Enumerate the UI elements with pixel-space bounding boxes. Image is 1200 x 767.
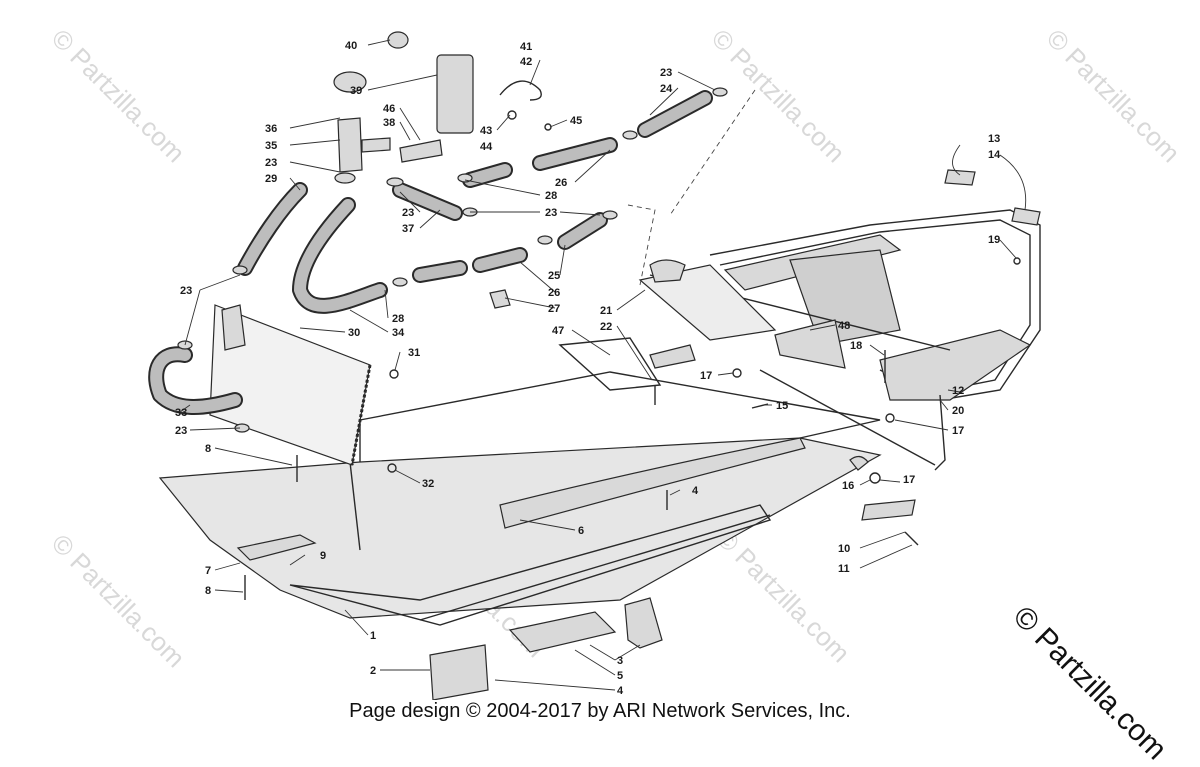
callouts: 40 39 36 35 23 29 46 38 41 42 43 44 45 2… (175, 40, 1001, 697)
callout-32: 32 (422, 478, 434, 490)
callout-20: 20 (952, 405, 964, 417)
callout-2: 2 (370, 665, 376, 677)
callout-28b: 28 (392, 313, 404, 325)
callout-17b: 17 (952, 425, 964, 437)
callout-11: 11 (838, 563, 850, 575)
callout-40: 40 (345, 40, 357, 52)
watermark-4: © Partzilla.com (46, 528, 191, 673)
callout-25: 25 (548, 270, 560, 282)
callout-23c: 23 (545, 207, 557, 219)
callout-42: 42 (520, 56, 532, 68)
callout-43: 43 (480, 125, 492, 137)
callout-23a: 23 (265, 157, 277, 169)
clamps (177, 87, 728, 433)
callout-1: 1 (370, 630, 376, 642)
callout-28a: 28 (545, 190, 557, 202)
callout-27: 27 (548, 303, 560, 315)
callout-4b: 4 (617, 685, 624, 697)
callout-5: 5 (617, 670, 623, 682)
callout-23d: 23 (402, 207, 414, 219)
heat-exchanger (209, 304, 372, 466)
callout-23f: 23 (175, 425, 187, 437)
callout-8a: 8 (205, 443, 211, 455)
callout-39: 39 (350, 85, 362, 97)
callout-26a: 26 (555, 177, 567, 189)
callout-18: 18 (850, 340, 862, 352)
callout-24: 24 (660, 83, 673, 95)
tunnel (359, 337, 881, 462)
rear-rack (649, 169, 1041, 521)
callout-26b: 26 (548, 287, 560, 299)
callout-23b: 23 (660, 67, 672, 79)
callout-37: 37 (402, 223, 414, 235)
callout-17a: 17 (700, 370, 712, 382)
callout-16: 16 (842, 480, 854, 492)
watermark-1: © Partzilla.com (46, 23, 191, 168)
parts-diagram: © Partzilla.com © Partzilla.com © Partzi… (46, 23, 1186, 700)
page-footer: Page design © 2004-2017 by ARI Network S… (349, 700, 851, 722)
callout-7: 7 (205, 565, 211, 577)
watermark-6: © Partzilla.com (711, 523, 856, 668)
callout-34: 34 (392, 327, 405, 339)
callout-21: 21 (600, 305, 612, 317)
reservoir-assembly (333, 31, 552, 309)
callout-46: 46 (383, 103, 395, 115)
callout-38: 38 (383, 117, 395, 129)
callout-30: 30 (348, 327, 360, 339)
callout-6: 6 (578, 525, 584, 537)
callout-17c: 17 (903, 474, 915, 486)
callout-47: 47 (552, 325, 564, 337)
callout-13: 13 (988, 133, 1000, 145)
callout-19: 19 (988, 234, 1000, 246)
callout-10: 10 (838, 543, 850, 555)
callout-4a: 4 (692, 485, 699, 497)
callout-41: 41 (520, 41, 532, 53)
watermark-2: © Partzilla.com (706, 23, 851, 168)
callout-36: 36 (265, 123, 277, 135)
callout-15: 15 (776, 400, 788, 412)
leader-lines (179, 39, 1027, 691)
callout-23e: 23 (180, 285, 192, 297)
callout-45: 45 (570, 115, 582, 127)
callout-33: 33 (175, 407, 187, 419)
callout-29: 29 (265, 173, 277, 185)
callout-3: 3 (617, 655, 623, 667)
callout-22: 22 (600, 321, 612, 333)
callout-35: 35 (265, 140, 277, 152)
belly-pan (158, 437, 882, 700)
callout-14: 14 (988, 149, 1001, 161)
callout-12: 12 (952, 385, 964, 397)
callout-44: 44 (480, 141, 493, 153)
callout-8b: 8 (205, 585, 211, 597)
rear-bracket (627, 89, 777, 341)
callout-9: 9 (320, 550, 326, 562)
watermark-3: © Partzilla.com (1041, 23, 1186, 168)
hoses (148, 90, 713, 415)
callout-31: 31 (408, 347, 420, 359)
callout-48: 48 (838, 320, 850, 332)
